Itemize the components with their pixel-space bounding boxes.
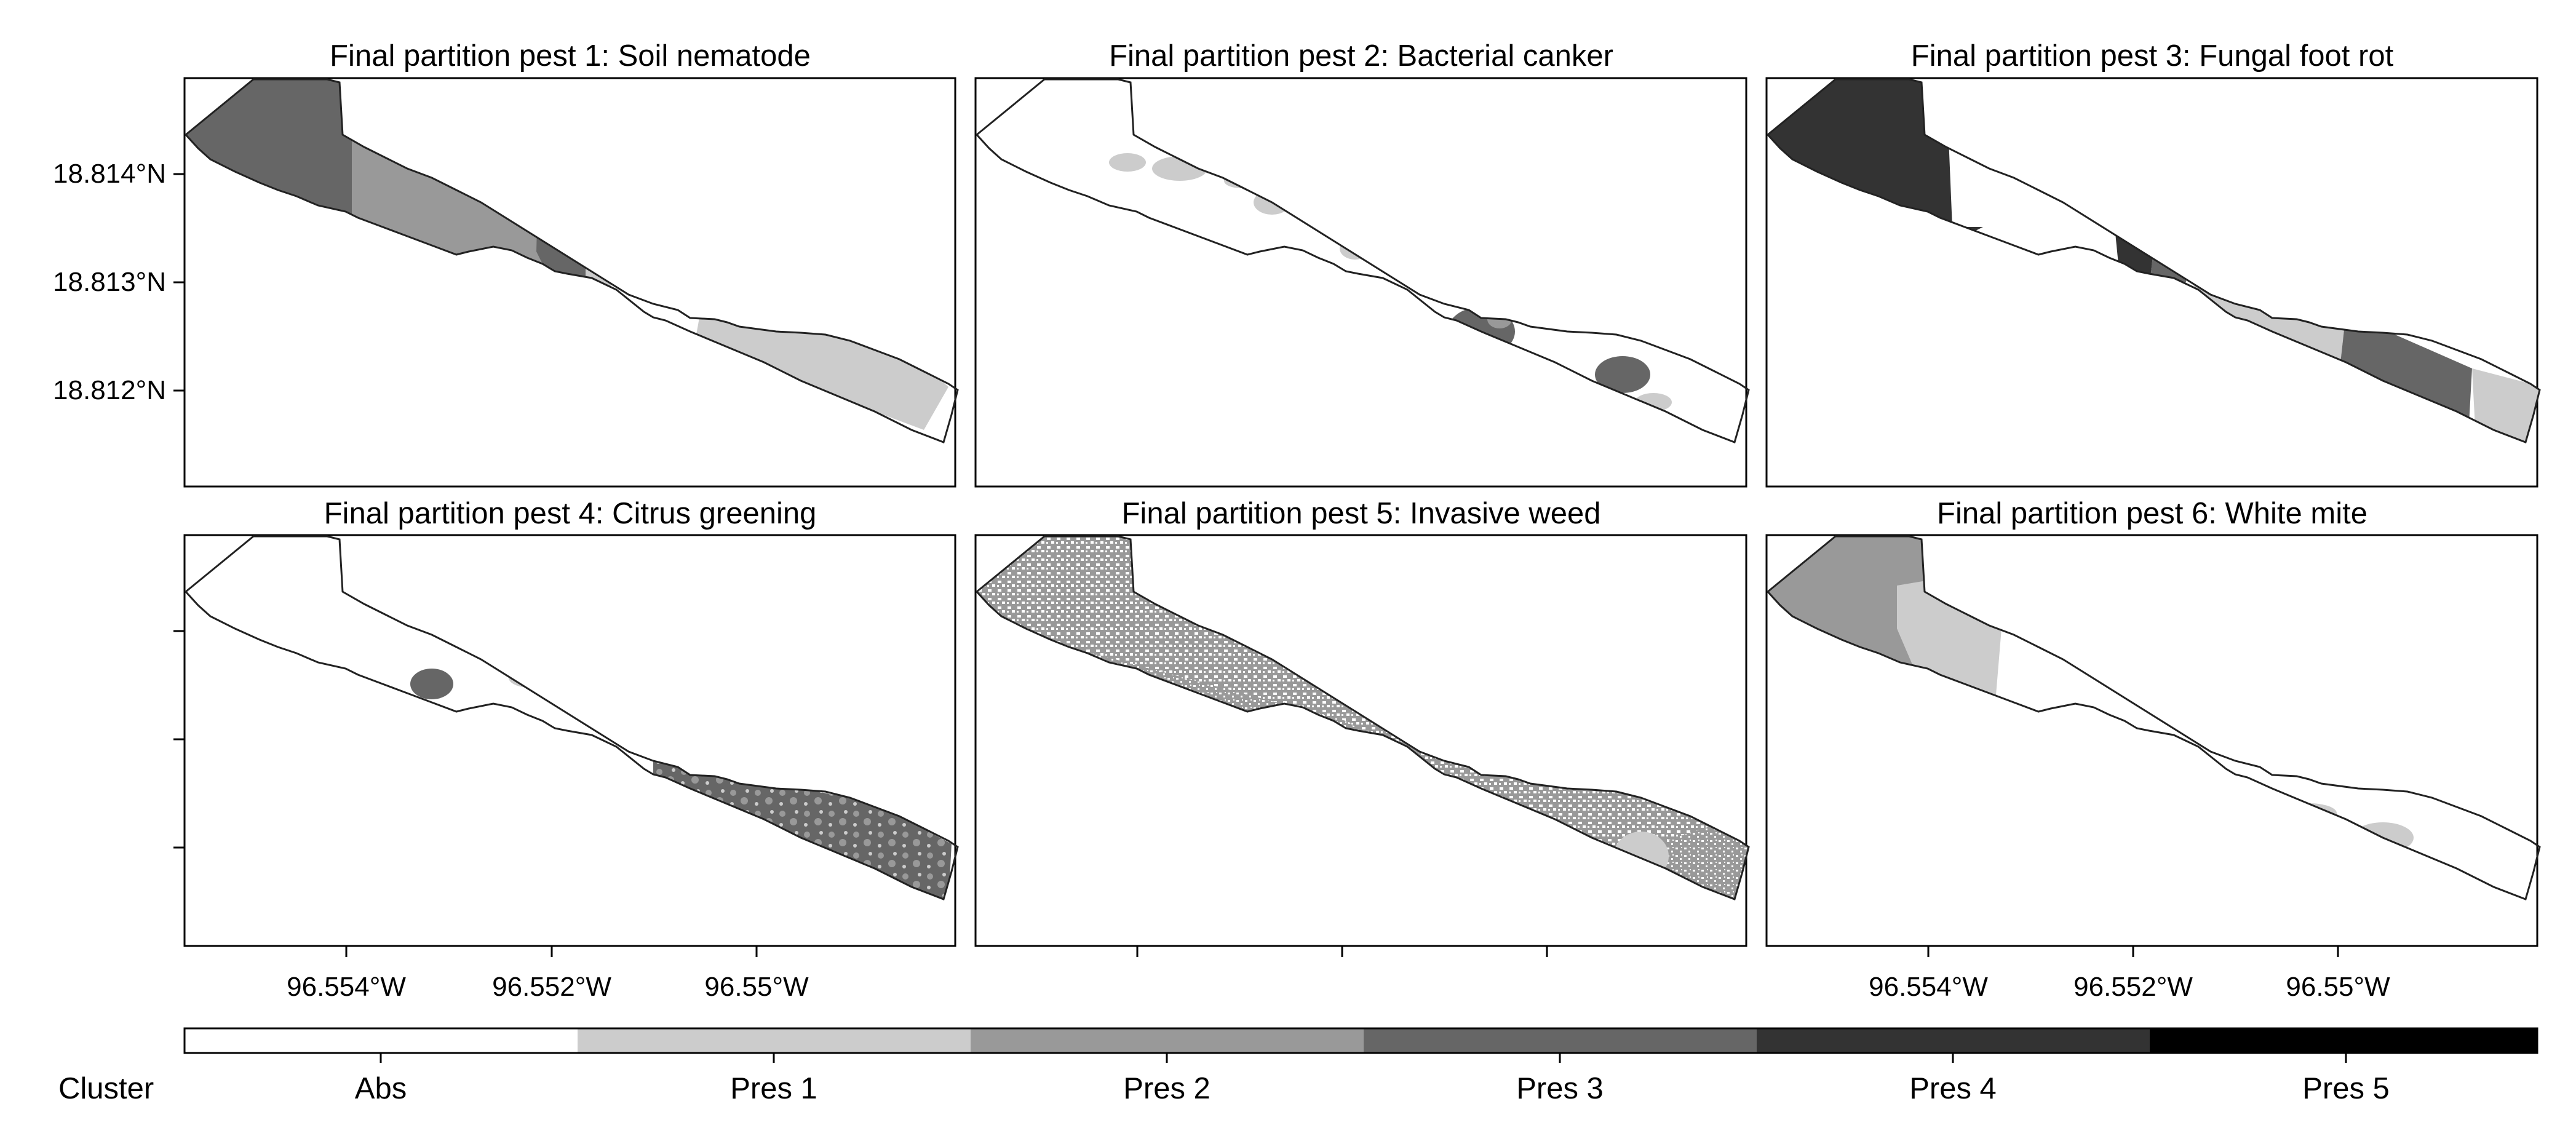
legend-label-pres-3: Pres 3 <box>1516 1072 1604 1105</box>
legend-swatch-pres-4 <box>1757 1028 2150 1053</box>
legend-label-abs: Abs <box>354 1072 407 1105</box>
longitude-label: 96.55°W <box>2286 972 2390 1002</box>
legend-label-pres-4: Pres 4 <box>1909 1072 1997 1105</box>
longitude-label: 96.554°W <box>1869 972 1988 1002</box>
legend-swatch-pres-1 <box>578 1028 971 1053</box>
panel-title-3: Final partition pest 3: Fungal foot rot <box>1910 39 2394 73</box>
map-panel-2 <box>974 77 1750 488</box>
map-panel-3 <box>1765 77 2541 488</box>
panel-title-5: Final partition pest 5: Invasive weed <box>1121 497 1601 530</box>
legend-label-pres-2: Pres 2 <box>1123 1072 1210 1105</box>
panel-title-6: Final partition pest 6: White mite <box>1937 497 2367 530</box>
legend-swatch-abs <box>185 1028 578 1053</box>
longitude-label: 96.552°W <box>2073 972 2193 1002</box>
latitude-label: 18.812°N <box>53 375 166 405</box>
latitude-ticks <box>173 173 185 849</box>
map-panel-5 <box>974 534 1750 947</box>
longitude-label: 96.552°W <box>492 972 611 1002</box>
legend-swatch-pres-5 <box>2150 1028 2537 1053</box>
legend-swatch-pres-3 <box>1364 1028 1757 1053</box>
longitude-ticks <box>345 946 2339 957</box>
map-panel-1 <box>183 77 959 488</box>
panel-title-2: Final partition pest 2: Bacterial canker <box>1109 39 1613 73</box>
legend-label-pres-1: Pres 1 <box>730 1072 817 1105</box>
legend-swatch-pres-2 <box>971 1028 1364 1053</box>
latitude-label: 18.814°N <box>53 159 166 189</box>
legend-title: Cluster <box>58 1072 154 1105</box>
legend-colorbar <box>183 1027 2538 1063</box>
longitude-label: 96.554°W <box>287 972 406 1002</box>
latitude-label: 18.813°N <box>53 267 166 297</box>
map-panel-4 <box>183 534 959 947</box>
legend-label-pres-5: Pres 5 <box>2302 1072 2390 1105</box>
panel-title-4: Final partition pest 4: Citrus greening <box>324 497 817 530</box>
panel-title-1: Final partition pest 1: Soil nematode <box>330 39 811 73</box>
longitude-label: 96.55°W <box>704 972 809 1002</box>
map-panel-6 <box>1765 534 2541 947</box>
